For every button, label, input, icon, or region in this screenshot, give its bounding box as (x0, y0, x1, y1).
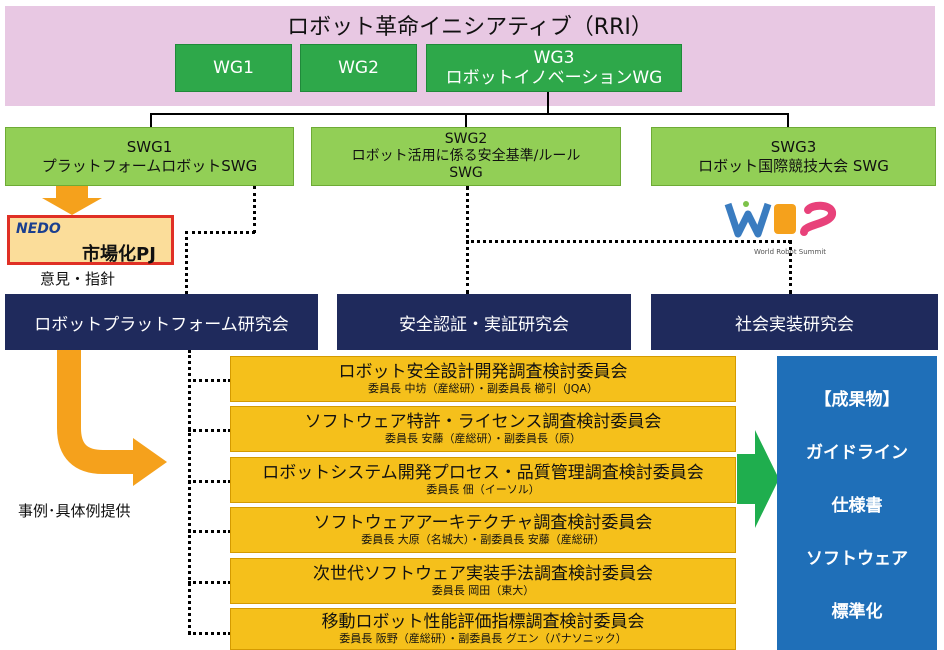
dotted-swg3-down (789, 240, 792, 294)
arrow-to-results (737, 430, 779, 528)
wg3-label: WG3 (533, 48, 575, 68)
dotted-swg1-across (185, 231, 255, 234)
kenkyukai-label: ロボットプラットフォーム研究会 (34, 314, 289, 335)
nedo-logo: NEDO (16, 221, 61, 237)
nedo-label: 市場化PJ (82, 244, 156, 265)
wg1-label: WG1 (213, 58, 254, 78)
swg2-sublabel: ロボット活用に係る安全基準/ルール (351, 148, 581, 164)
committee-title: ソフトウェア特許・ライセンス調査検討委員会 (304, 412, 662, 432)
examples-label: 事例･具体例提供 (18, 502, 131, 520)
committee-members: 委員長 安藤（産総研）・副委員長（原） (385, 432, 581, 445)
committee-members: 委員長 大原（名城大）・副委員長 安藤（産総研） (361, 533, 605, 546)
dotted-swg1-down (253, 186, 256, 233)
opinion-label: 意見・指針 (40, 270, 116, 288)
committee-item: 移動ロボット性能評価指標調査検討委員会 委員長 阪野（産総研）・副委員長 グエン… (230, 608, 736, 650)
wg1-box: WG1 (175, 44, 292, 92)
committee-members: 委員長 阪野（産総研）・副委員長 グエン（パナソニック） (339, 632, 627, 645)
results-item: ガイドライン (806, 442, 908, 463)
committee-members: 委員長 中坊（産総研）・副委員長 櫛引（JQA） (368, 382, 598, 395)
dotted-committee-branch (188, 530, 231, 533)
committee-item: ロボット安全設計開発調査検討委員会 委員長 中坊（産総研）・副委員長 櫛引（JQ… (230, 356, 736, 402)
wg3-box: WG3 ロボットイノベーションWG (426, 44, 682, 92)
wg3-sublabel: ロボットイノベーションWG (445, 68, 663, 88)
kenkyukai-safety: 安全認証・実証研究会 (337, 294, 631, 350)
swg1-sublabel: プラットフォームロボットSWG (41, 156, 258, 175)
swg1-label: SWG1 (126, 137, 173, 156)
committee-item: ソフトウェアアーキテクチャ調査検討委員会 委員長 大原（名城大）・副委員長 安藤… (230, 507, 736, 553)
kenkyukai-robot-platform: ロボットプラットフォーム研究会 (5, 294, 318, 350)
committee-title: ソフトウェアアーキテクチャ調査検討委員会 (313, 513, 653, 533)
committee-item: ロボットシステム開発プロセス・品質管理調査検討委員会 委員長 佃（イーソル） (230, 457, 736, 503)
results-item: 標準化 (831, 601, 883, 622)
committee-item: 次世代ソフトウェア実装手法調査検討委員会 委員長 岡田（東大） (230, 558, 736, 604)
kenkyukai-label: 安全認証・実証研究会 (399, 314, 569, 335)
connector-swg-bus (150, 113, 788, 115)
swg2-box: SWG2 ロボット活用に係る安全基準/ルール SWG (311, 127, 621, 186)
swg2-label: SWG2 (444, 131, 488, 147)
dotted-committee-branch (188, 379, 231, 382)
committee-members: 委員長 佃（イーソル） (426, 483, 540, 496)
committee-title: ロボットシステム開発プロセス・品質管理調査検討委員会 (262, 463, 704, 483)
swg3-box: SWG3 ロボット国際競技大会 SWG (651, 127, 936, 186)
wg2-box: WG2 (300, 44, 417, 92)
swg3-sublabel: ロボット国際競技大会 SWG (698, 156, 889, 175)
committee-title: ロボット安全設計開発調査検討委員会 (338, 362, 628, 382)
connector-swg1 (150, 113, 152, 127)
dotted-committee-spine (188, 350, 191, 634)
swg1-box: SWG1 プラットフォームロボットSWG (5, 127, 294, 186)
swg3-label: SWG3 (770, 137, 817, 156)
dotted-committee-branch (188, 480, 231, 483)
nedo-box: NEDO 市場化PJ (7, 215, 174, 265)
dotted-to-robot-platform (185, 231, 188, 294)
dotted-swg2-swg3-link (466, 240, 791, 243)
wg2-label: WG2 (338, 58, 379, 78)
swg2-sublabel-2: SWG (449, 165, 483, 181)
committee-members: 委員長 岡田（東大） (431, 584, 535, 597)
connector-wg3-down (547, 92, 549, 114)
results-heading: 【成果物】 (814, 389, 900, 410)
dotted-committee-branch (188, 429, 231, 432)
dotted-committee-branch (188, 581, 231, 584)
connector-swg2 (465, 113, 467, 127)
results-item: ソフトウェア (806, 548, 908, 569)
kenkyukai-social: 社会実装研究会 (651, 294, 938, 350)
committee-title: 次世代ソフトウェア実装手法調査検討委員会 (313, 564, 653, 584)
dotted-committee-branch (188, 632, 231, 635)
arrow-examples (57, 350, 167, 486)
connector-swg3 (787, 113, 789, 127)
committee-title: 移動ロボット性能評価指標調査検討委員会 (321, 612, 645, 632)
wrs-logo-icon (724, 201, 836, 238)
rri-title: ロボット革命イニシアティブ（RRI） (287, 15, 653, 40)
arrow-swg1-to-nedo (42, 186, 102, 215)
results-item: 仕様書 (831, 495, 883, 516)
results-box: 【成果物】 ガイドライン 仕様書 ソフトウェア 標準化 (777, 356, 937, 650)
committee-item: ソフトウェア特許・ライセンス調査検討委員会 委員長 安藤（産総研）・副委員長（原… (230, 406, 736, 452)
kenkyukai-label: 社会実装研究会 (735, 314, 854, 335)
